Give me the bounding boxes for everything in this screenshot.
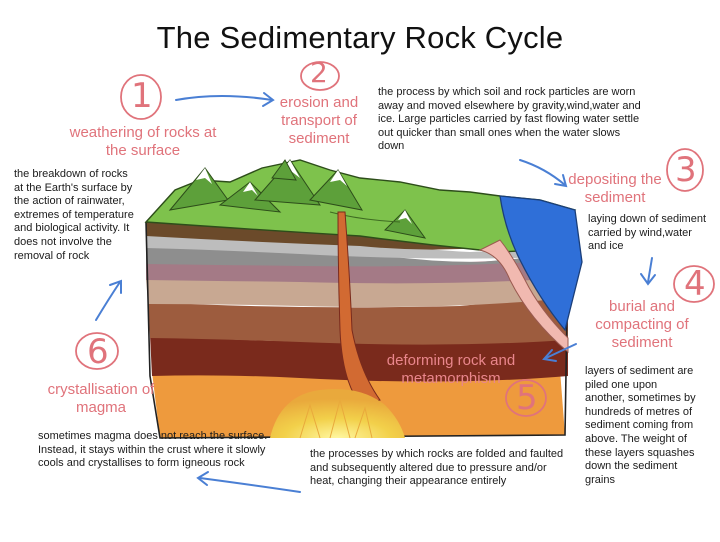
- step-4-number: 4: [684, 264, 706, 304]
- step-6-circle: [75, 332, 119, 370]
- page-title: The Sedimentary Rock Cycle: [156, 20, 564, 55]
- step-2-circle: [300, 61, 340, 91]
- sea: [478, 195, 583, 354]
- mountain: [168, 167, 229, 211]
- step-3-label: depositing the sediment: [568, 171, 662, 206]
- mountain: [253, 159, 321, 206]
- step-5-circle: [505, 379, 547, 417]
- magma-dyke: [337, 211, 381, 405]
- step-5-description: the processes by which rocks are folded …: [310, 448, 564, 488]
- step-3-description: laying down of sediment carried by wind,…: [588, 213, 707, 253]
- cycle-arrows: [95, 92, 656, 493]
- step-5-number: 5: [516, 378, 538, 418]
- water: [499, 195, 583, 332]
- step-6-label: crystallisation of magma: [47, 381, 155, 416]
- step-4-description: layers of sediment are piled one upon an…: [585, 365, 696, 486]
- topsoil-layer: [146, 222, 480, 250]
- step-1-description: the breakdown of rocks at the Earth's su…: [14, 168, 134, 262]
- step-6-number: 6: [87, 332, 109, 372]
- arrow-5-to-6: [199, 477, 301, 493]
- sediment-layer-brown: [148, 296, 568, 345]
- step-5-label: deforming rock and metamorphism: [386, 352, 516, 387]
- step-3-circle: [666, 148, 704, 192]
- arrow-4-to-5: [545, 343, 577, 359]
- step-2-number: 2: [310, 56, 328, 89]
- arrow-1-to-2: [175, 95, 273, 101]
- step-2-description: the process by which soil and rock parti…: [378, 86, 641, 153]
- step-1-number: 1: [131, 76, 153, 116]
- arrow-3-to-4: [647, 257, 653, 283]
- step-3-number: 3: [675, 150, 697, 190]
- mountain: [383, 209, 427, 239]
- arrow-6-to-1: [95, 281, 121, 321]
- landscape: [144, 159, 577, 253]
- mountain: [309, 169, 364, 211]
- step-6-description: sometimes magma does not reach the surfa…: [38, 430, 268, 470]
- step-1-label: weathering of rocks at the surface: [69, 124, 217, 159]
- step-numbers: [75, 61, 715, 417]
- step-4-circle: [673, 265, 715, 303]
- step-4-label: burial and compacting of sediment: [595, 298, 689, 351]
- coastal-sediment: [478, 239, 569, 354]
- arrow-2-to-3: [519, 159, 566, 186]
- step-1-circle: [120, 74, 162, 120]
- magma-intrusion: [270, 211, 405, 439]
- sediment-layer-tan: [146, 276, 568, 307]
- step-2-label: erosion and transport of sediment: [279, 94, 359, 147]
- rock-block: [145, 221, 569, 439]
- mountain: [271, 159, 297, 181]
- grass-surface: [144, 159, 577, 253]
